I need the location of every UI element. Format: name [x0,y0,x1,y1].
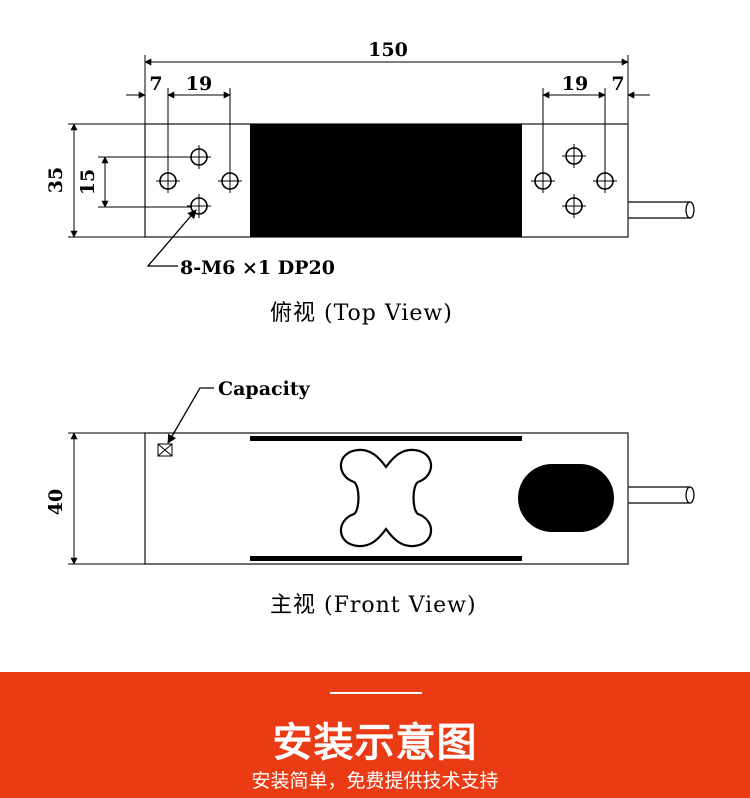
dim-hole-row-spacing: 15 [77,169,99,195]
hole-callout-leader [146,209,197,267]
dim-left-edge-offset: 7 [149,73,162,95]
dimension-left-offsets: 7 19 [126,73,231,180]
hole-callout: 8-M6 ×1 DP20 [180,257,335,279]
front-view-top-slot [250,436,522,441]
dim-overall-length: 150 [368,39,408,61]
front-view-cable [628,486,695,504]
banner-divider [330,692,422,694]
front-view: Capacity 40 主视 (Front View) [45,378,695,618]
top-view-cable [628,201,695,219]
dimension-right-offsets: 19 7 [542,73,650,180]
dim-width: 35 [45,167,67,193]
dim-height: 40 [45,489,67,515]
dim-right-hole-spacing: 19 [562,73,588,95]
dimension-width: 35 [45,123,145,238]
top-view-strain-area [250,124,522,237]
banner-subtitle: 安装简单，免费提供技术支持 [251,770,499,792]
cable-gland [518,464,614,532]
front-view-bottom-slot [250,556,522,561]
strain-hole-cutout [339,448,433,548]
drawing-canvas: 150 7 19 19 7 35 [45,39,695,618]
dim-left-hole-spacing: 19 [186,73,212,95]
top-view: 150 7 19 19 7 35 [45,39,695,326]
capacity-label: Capacity [218,378,311,400]
banner-title: 安装示意图 [272,720,478,766]
dimension-overall-length: 150 [144,39,629,124]
front-view-caption: 主视 (Front View) [270,593,477,618]
dimension-height: 40 [45,432,145,565]
dim-right-edge-offset: 7 [611,73,624,95]
installation-banner: 安装示意图 安装简单，免费提供技术支持 [0,672,750,798]
top-view-caption: 俯视 (Top View) [270,301,453,326]
dimension-hole-rows: 15 [77,156,198,208]
capacity-leader [167,387,214,444]
